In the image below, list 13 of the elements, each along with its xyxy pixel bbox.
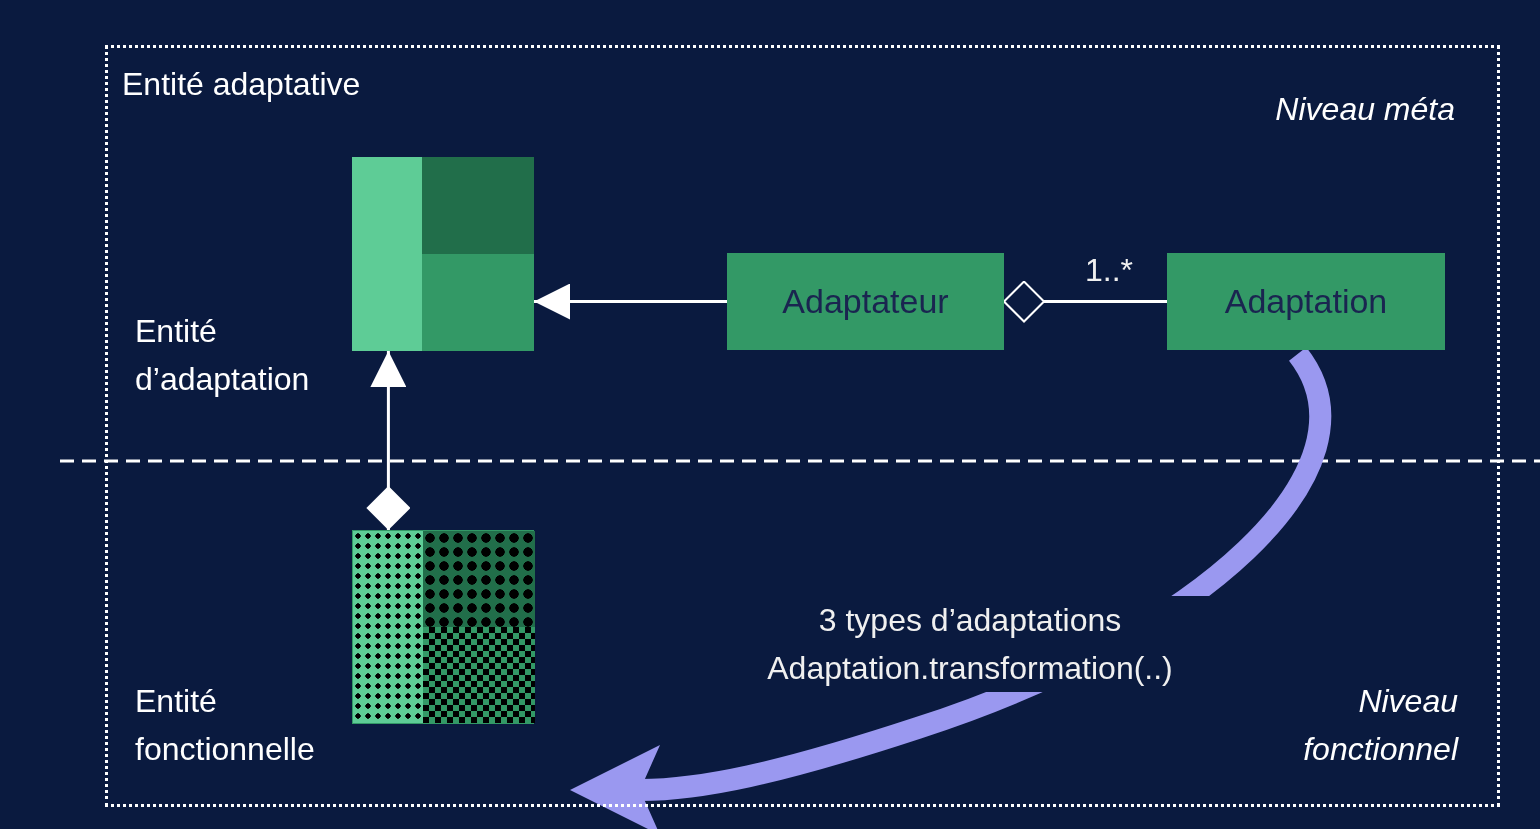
dotted-frame [105,45,1500,807]
patterned-class-block [352,530,534,724]
class-block [352,157,534,351]
level-label: Niveau méta [1274,90,1455,129]
arrow [366,351,411,530]
level-label: Niveau fonctionnel [1302,682,1458,769]
frame-title: Entité adaptative [122,65,361,104]
entity-caption: Entité d’adaptation [135,312,311,399]
class-box: Adaptateur [727,253,1004,350]
entity-caption: Entité fonctionnelle [135,682,316,769]
arrow [534,283,727,320]
class-box: Adaptation [1167,253,1445,350]
aggregation-line [1003,280,1167,323]
